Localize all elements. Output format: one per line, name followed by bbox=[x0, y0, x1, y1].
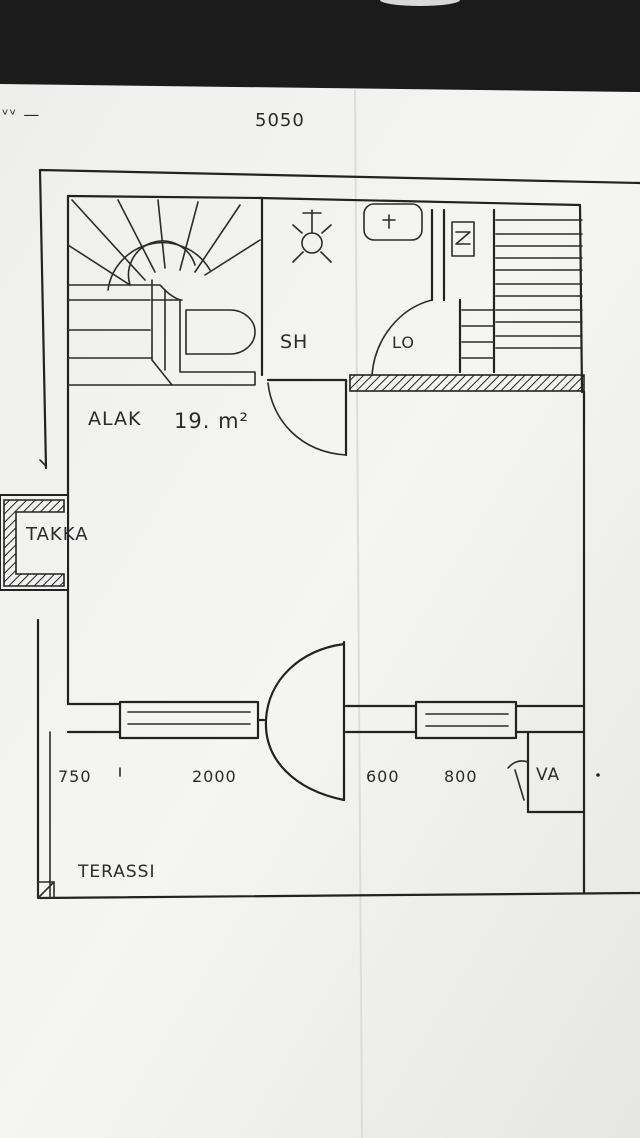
terrace-door bbox=[264, 640, 346, 802]
spiral-staircase bbox=[67, 199, 261, 386]
top-dimension: 5050 bbox=[255, 110, 305, 131]
sauna-label: SH bbox=[280, 331, 308, 353]
storage-label: VA bbox=[536, 765, 560, 785]
paper-fold bbox=[354, 89, 363, 1138]
dimension-750: 750 bbox=[58, 767, 92, 786]
hatched-wall bbox=[349, 374, 585, 392]
storage-room bbox=[507, 730, 586, 814]
wc-label: LO bbox=[392, 333, 415, 352]
wc-room bbox=[363, 203, 496, 376]
sauna-benches bbox=[461, 219, 583, 359]
top-label-left: ᵛᵛ — bbox=[2, 105, 40, 124]
dimension-600: 600 bbox=[366, 767, 400, 786]
sauna-room bbox=[185, 196, 332, 377]
lounge-area: 19. m² bbox=[174, 409, 249, 433]
sauna-door bbox=[266, 378, 348, 457]
paper-sheet bbox=[0, 84, 640, 1138]
lounge-label: ALAK bbox=[88, 408, 141, 430]
light-reflection bbox=[380, 0, 460, 6]
dot-mark bbox=[596, 773, 600, 777]
dimension-800: 800 bbox=[444, 767, 478, 786]
terrace-label: TERASSI bbox=[77, 862, 155, 882]
outer-walls bbox=[36, 168, 640, 900]
fireplace bbox=[0, 494, 69, 591]
fireplace-label: TAKKA bbox=[25, 524, 89, 545]
dimension-2000: 2000 bbox=[192, 767, 237, 786]
